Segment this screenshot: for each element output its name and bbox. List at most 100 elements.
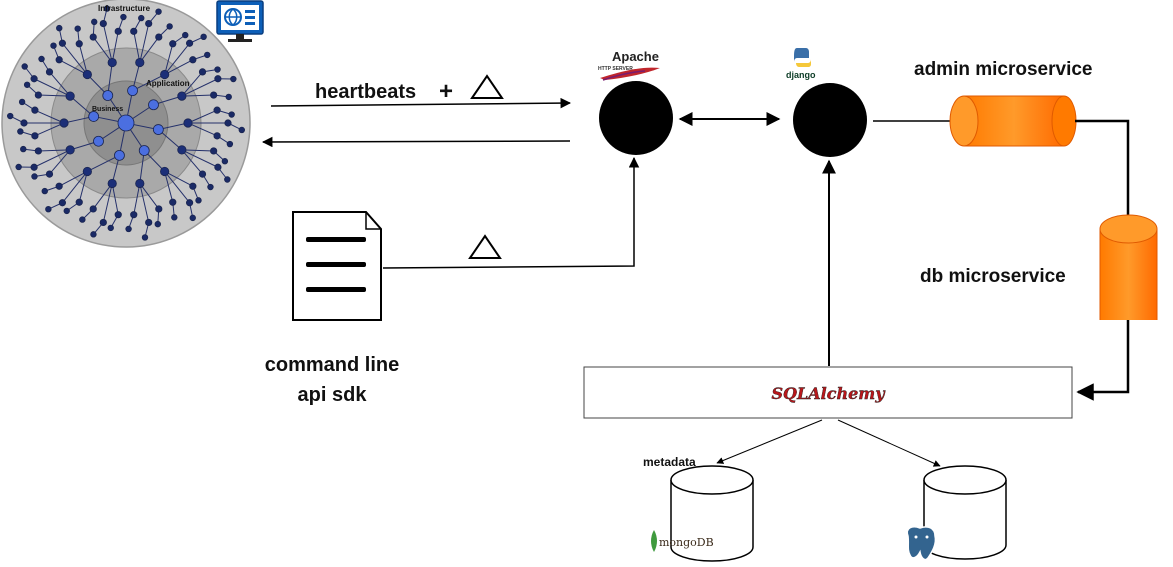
network-leaf-node (214, 66, 221, 73)
cli-label-line1: command line (264, 354, 400, 376)
monitor-globe-icon (216, 0, 264, 42)
network-outer-node (189, 56, 197, 64)
network-outer-node (213, 106, 221, 114)
network-mid-node (107, 178, 117, 189)
network-outer-node (214, 163, 222, 171)
postgres-database-cylinder (923, 465, 1007, 560)
network-edge (49, 149, 71, 175)
network-leaf-node (45, 205, 52, 213)
network-outer-node (155, 33, 163, 41)
network-mid-node (65, 91, 75, 101)
network-leaf-node (141, 234, 149, 241)
network-edge (58, 171, 88, 187)
network-leaf-node (107, 224, 114, 232)
network-leaf-node (125, 225, 132, 233)
network-mid-node (59, 118, 69, 128)
network-edge (107, 62, 113, 96)
network-leaf-node (204, 51, 211, 59)
heartbeat-arrow-to-apache (270, 97, 572, 109)
network-mid-node (160, 166, 170, 177)
network-edge (62, 42, 88, 75)
python-icon (794, 48, 811, 67)
network-edge (87, 154, 120, 172)
network-edge (34, 122, 65, 137)
network-leaf-node (155, 8, 162, 15)
network-leaf-node (182, 31, 189, 39)
network-outer-node (58, 199, 67, 207)
postgresql-elephant-icon (906, 526, 937, 561)
network-edge (164, 42, 190, 75)
network-leaf-node (90, 231, 97, 238)
network-edge (78, 171, 88, 203)
network-leaf-node (120, 13, 127, 21)
ring-label-infrastructure: Infrastructure (98, 4, 151, 13)
network-leaf-node (18, 98, 26, 106)
network-edge (164, 171, 190, 204)
django-node (793, 83, 867, 157)
network-hub-node (102, 90, 114, 101)
network-edge (139, 183, 160, 210)
network-leaf-node (21, 63, 28, 70)
network-edge (102, 23, 113, 63)
network-mid-node (160, 69, 170, 80)
network-edge (102, 183, 113, 223)
network-hub-node (114, 149, 125, 161)
network-leaf-node (224, 176, 231, 183)
network-edge (164, 171, 194, 187)
django-logo-text: django (786, 70, 816, 80)
network-edge (78, 43, 88, 75)
network-edge (33, 149, 71, 168)
network-edge (92, 183, 113, 210)
network-center-node (117, 114, 135, 132)
apache-logo-subtitle: HTTP SERVER (598, 66, 633, 72)
apache-logo-title: Apache (612, 49, 659, 64)
network-leaf-node (15, 163, 22, 171)
network-outer-node (55, 56, 63, 64)
network-leaf-node (17, 128, 24, 135)
delta-symbol-cli (468, 234, 502, 259)
cli-arrow-to-apache (382, 156, 640, 269)
network-edge (139, 183, 150, 223)
heartbeats-label: heartbeats (315, 81, 417, 103)
network-outer-node (55, 182, 63, 190)
network-leaf-node (200, 33, 207, 41)
network-outer-node (99, 218, 107, 227)
network-hub-node (127, 85, 138, 97)
network-edge (33, 78, 71, 97)
db-microservice-label: db microservice (920, 266, 1066, 287)
cli-label-line2: api sdk (297, 384, 367, 406)
network-leaf-node (221, 158, 229, 165)
network-edge (181, 149, 214, 152)
network-mid-node (183, 118, 193, 128)
network-hub-node (93, 135, 104, 147)
mongodb-logo: mongoDB (651, 530, 714, 552)
network-outer-node (210, 147, 218, 155)
network-edge (133, 183, 141, 215)
network-outer-node (169, 198, 177, 206)
network-mid-node (177, 91, 187, 101)
network-edge (111, 31, 119, 63)
network-edge (92, 36, 113, 63)
admin-to-db-arrow (1075, 119, 1137, 236)
network-outer-node (169, 40, 177, 48)
network-mid-node (107, 57, 117, 68)
mongodb-database-cylinder (670, 465, 754, 562)
network-outer-node (189, 182, 197, 190)
network-mid-node (82, 166, 92, 177)
network-outer-node (31, 106, 39, 114)
network-leaf-node (23, 81, 31, 88)
network-mid-node (82, 69, 92, 80)
network-hub-node (152, 124, 164, 135)
network-leaf-node (31, 173, 38, 180)
network-outer-node (20, 119, 28, 127)
network-outer-node (145, 218, 153, 227)
network-edge (38, 149, 71, 152)
admin-microservice-cylinder (949, 95, 1077, 147)
network-hub-node (148, 99, 159, 111)
network-outer-node (185, 39, 194, 47)
network-leaf-node (238, 126, 245, 134)
network-edge (38, 94, 71, 97)
network-edge (139, 36, 160, 63)
network-edge (187, 109, 218, 124)
